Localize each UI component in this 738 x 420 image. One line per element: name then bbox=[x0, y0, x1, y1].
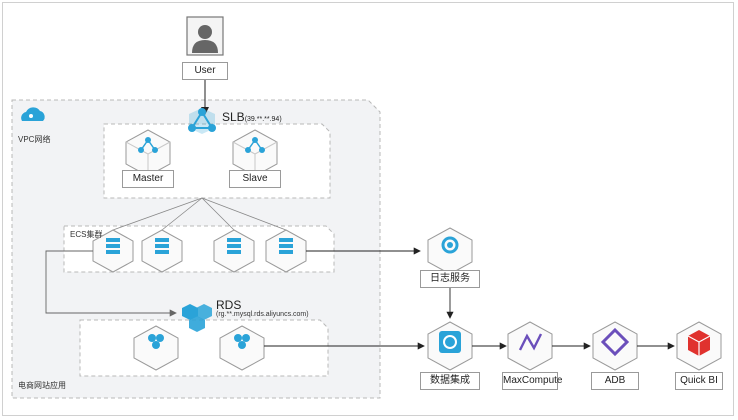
slave-label: Slave bbox=[229, 170, 281, 188]
slb-title: SLB(39.**.**.94) bbox=[222, 110, 282, 124]
ecs-label: ECS集群 bbox=[70, 230, 103, 239]
ecs-server-icon-1 bbox=[92, 229, 134, 273]
cloud-icon bbox=[21, 107, 45, 121]
user-label: User bbox=[182, 62, 228, 80]
ecs-server-icon-3 bbox=[213, 229, 255, 273]
rds-label: RDS bbox=[216, 298, 242, 312]
vpc-label: VPC网络 bbox=[18, 135, 51, 144]
rds-db-icon-1 bbox=[133, 325, 179, 371]
quickbi-icon bbox=[676, 321, 722, 371]
data-integration-icon bbox=[427, 321, 473, 371]
master-icon bbox=[125, 129, 171, 177]
ecs-server-icon-2 bbox=[141, 229, 183, 273]
master-label: Master bbox=[122, 170, 174, 188]
maxcompute-icon bbox=[507, 321, 553, 371]
rds-icon bbox=[182, 304, 212, 332]
adb-icon bbox=[592, 321, 638, 371]
fanout-lines bbox=[112, 197, 287, 231]
quickbi-label: Quick BI bbox=[675, 372, 723, 390]
log-service-label: 日志服务 bbox=[420, 270, 480, 288]
app-label: 电商网站应用 bbox=[18, 381, 66, 390]
log-service-icon bbox=[427, 227, 473, 275]
rds-db-icon-2 bbox=[219, 325, 265, 371]
rds-host: (rg.**.mysql.rds.aliyuncs.com) bbox=[216, 311, 309, 318]
user-icon bbox=[186, 16, 224, 56]
ecs-to-rds-arrow bbox=[45, 250, 177, 317]
data-integration-label: 数据集成 bbox=[420, 372, 480, 390]
maxcompute-label: MaxCompute bbox=[502, 372, 562, 390]
ecs-server-icon-4 bbox=[265, 229, 307, 273]
adb-label: ADB bbox=[591, 372, 639, 390]
slb-ip: (39.**.**.94) bbox=[244, 116, 282, 123]
slb-icon bbox=[188, 108, 216, 134]
diagram-frame bbox=[2, 2, 734, 416]
slb-label: SLB bbox=[222, 110, 245, 124]
